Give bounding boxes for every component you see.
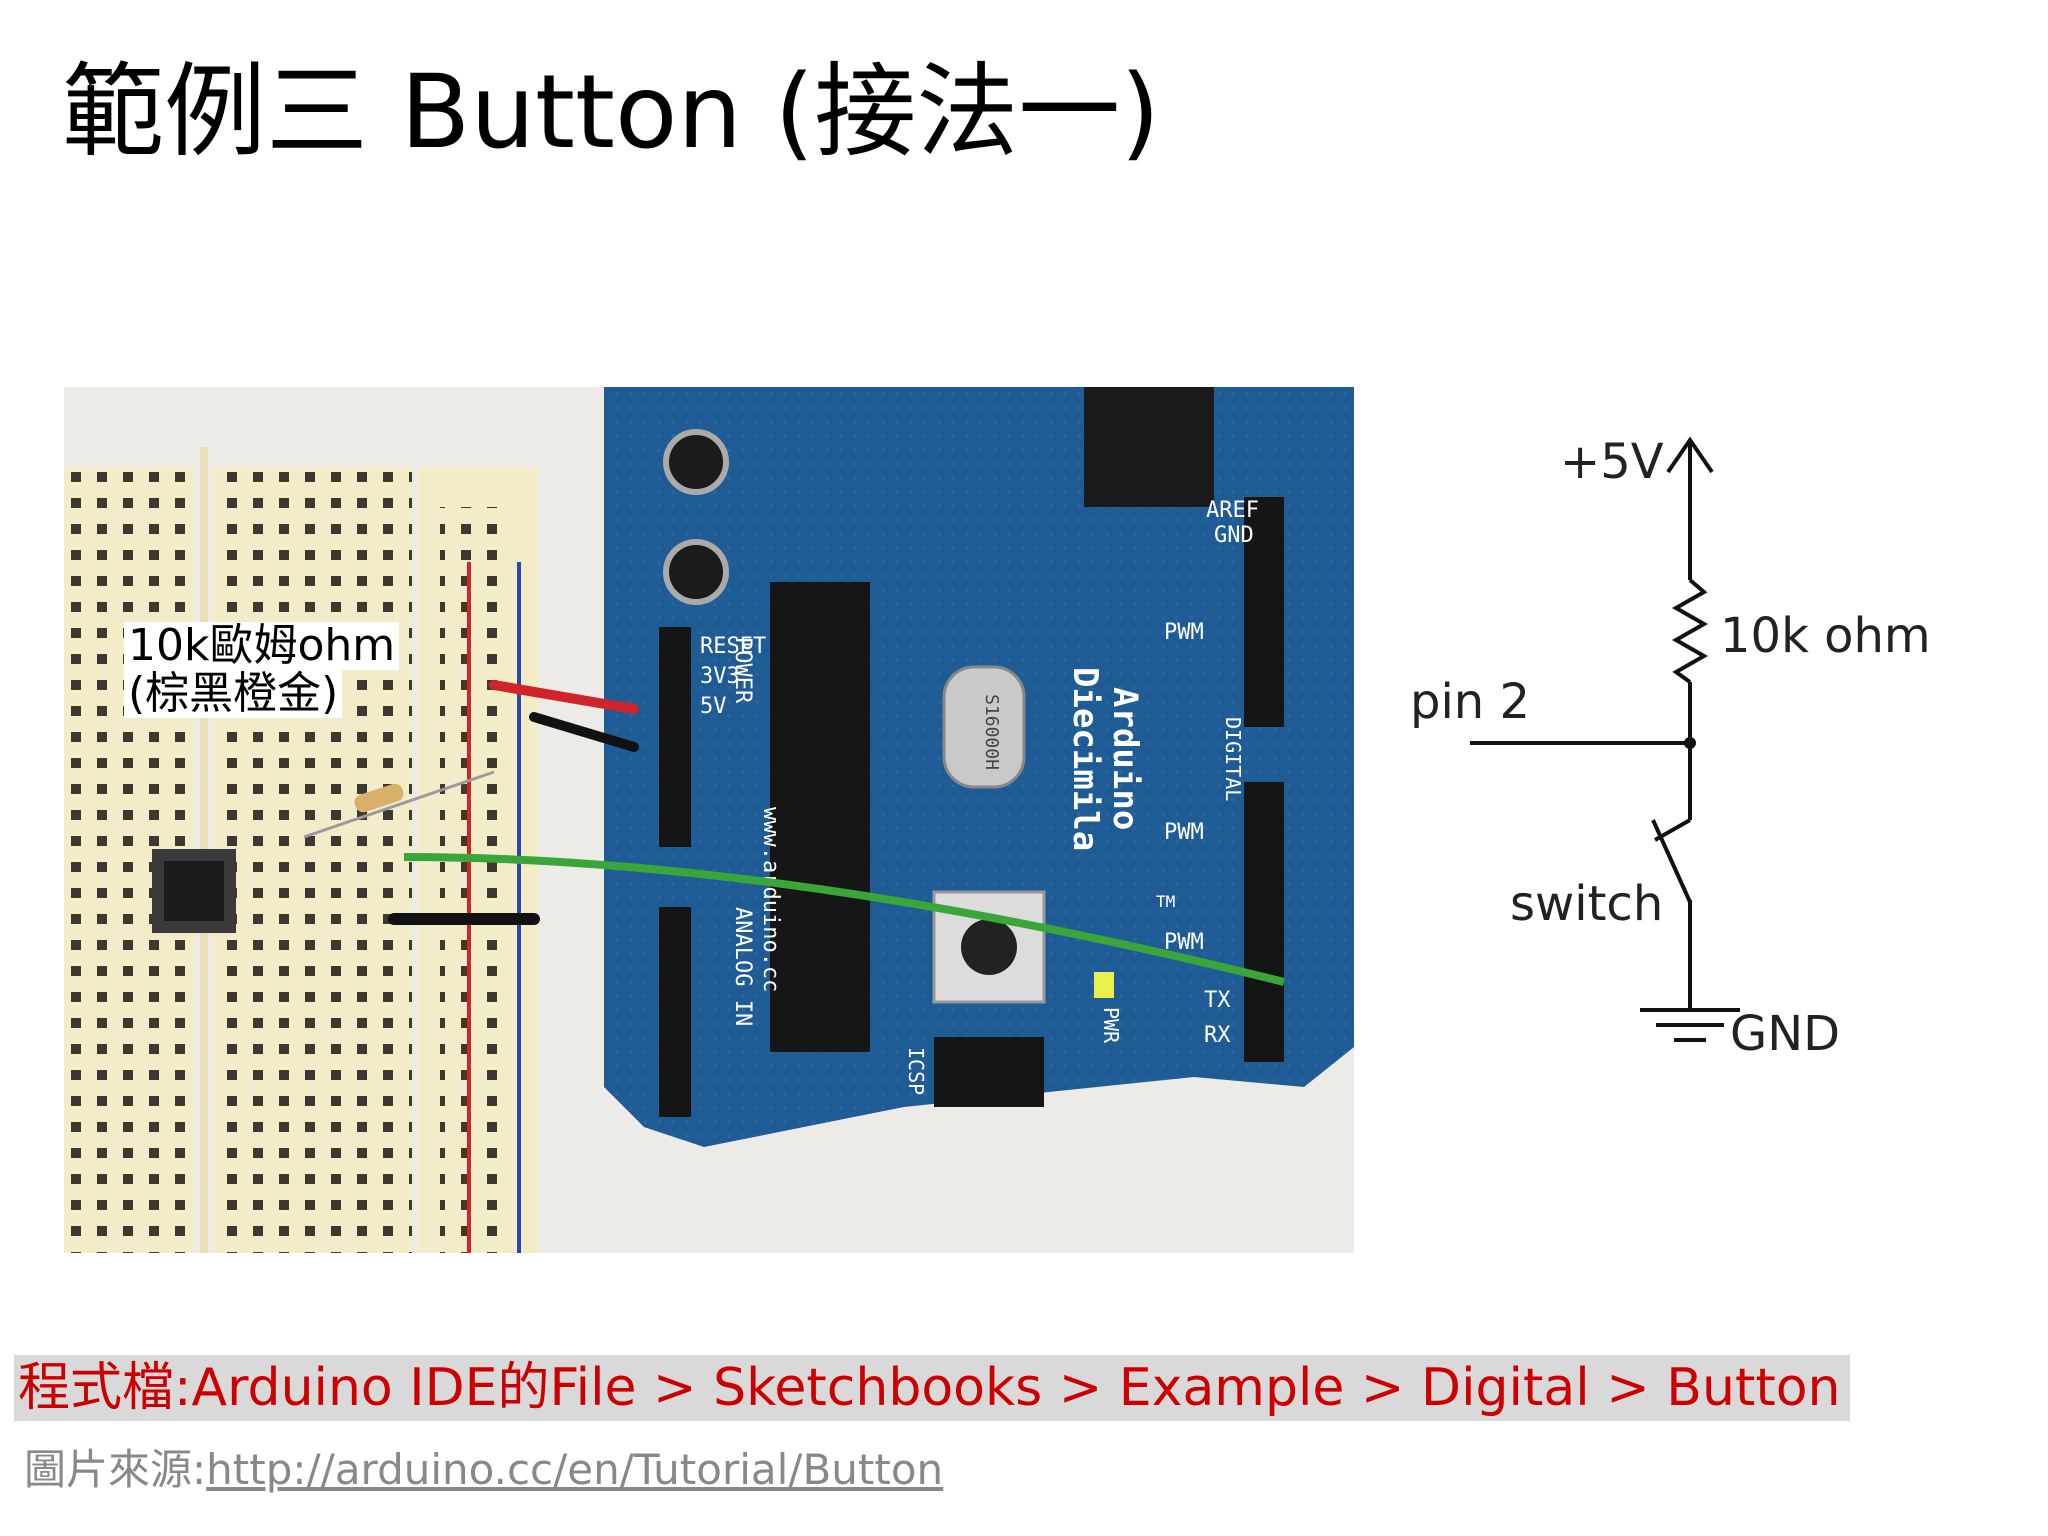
- junction-dot: [1684, 737, 1696, 749]
- slide-title: 範例三 Button (接法一): [62, 53, 1161, 172]
- svg-text:PWR: PWR: [1099, 1007, 1123, 1044]
- resistor: [303, 770, 495, 839]
- svg-text:Diecimila: Diecimila: [1065, 667, 1105, 851]
- pwr-led: [1094, 972, 1114, 998]
- resistor-symbol: [1671, 578, 1709, 684]
- switch-label: switch: [1510, 876, 1663, 932]
- atmega-chip: [770, 582, 870, 1052]
- svg-text:TM: TM: [1156, 892, 1175, 911]
- svg-text:Arduino: Arduino: [1105, 687, 1145, 830]
- source-highlight: [14, 1355, 1850, 1421]
- icsp-header: [934, 1037, 1044, 1107]
- wire-green: [403, 853, 1285, 986]
- pin-label: pin 2: [1410, 674, 1530, 730]
- svg-text:5V: 5V: [700, 694, 727, 719]
- button-schematic: +5V 10k ohm pin 2 switch GND: [1410, 434, 1931, 1062]
- vcc-label: +5V: [1560, 434, 1664, 490]
- svg-text:ICSP: ICSP: [904, 1047, 928, 1095]
- pushbutton: [152, 849, 236, 933]
- breadboard: [64, 447, 538, 1253]
- digital-header-top: [1244, 497, 1284, 727]
- svg-text:GND: GND: [1214, 523, 1254, 548]
- gnd-label: GND: [1730, 1006, 1840, 1062]
- circuit-photo-drawing: S16000H RESET 3V3 5V POWER www.arduino.c…: [64, 387, 1354, 1253]
- wire-red: [489, 680, 639, 714]
- svg-text:POWER: POWER: [730, 637, 755, 704]
- credit-link[interactable]: http://arduino.cc/en/Tutorial/Button: [206, 1445, 944, 1494]
- svg-text:TX: TX: [1204, 988, 1231, 1013]
- resistor-value-label: 10k ohm: [1720, 608, 1931, 664]
- svg-text:AREF: AREF: [1206, 498, 1259, 523]
- svg-text:ANALOG IN: ANALOG IN: [730, 907, 755, 1026]
- svg-text:DIGITAL: DIGITAL: [1221, 717, 1245, 801]
- image-credit: 圖片來源:http://arduino.cc/en/Tutorial/Butto…: [24, 1440, 943, 1500]
- svg-text:www.arduino.cc: www.arduino.cc: [758, 807, 783, 992]
- credit-prefix: 圖片來源:: [24, 1445, 207, 1494]
- wire-black: [529, 712, 639, 752]
- analog-header: [659, 907, 691, 1117]
- resistor-label-line2: (棕黑橙金): [124, 670, 343, 718]
- svg-text:PWM: PWM: [1164, 820, 1204, 845]
- source-file-path: 程式檔:Arduino IDE的File > Sketchbooks > Exa…: [18, 1358, 1841, 1418]
- svg-text:3V3: 3V3: [700, 664, 740, 689]
- svg-text:RESET: RESET: [700, 634, 766, 659]
- power-header: [659, 627, 691, 847]
- svg-text:RX: RX: [1204, 1023, 1231, 1048]
- crystal: [942, 665, 1026, 789]
- vcc-arrow: [1666, 436, 1714, 474]
- resistor-label-line1: 10k歐姆ohm: [124, 622, 400, 670]
- svg-text:PWM: PWM: [1164, 620, 1204, 645]
- arduino-board: S16000H RESET 3V3 5V POWER www.arduino.c…: [604, 387, 1354, 1147]
- svg-text:S16000H: S16000H: [981, 694, 1002, 770]
- digital-header-bottom: [1244, 782, 1284, 1062]
- switch-blade: [1651, 819, 1692, 903]
- circuit-photo: S16000H RESET 3V3 5V POWER www.arduino.c…: [64, 387, 1354, 1253]
